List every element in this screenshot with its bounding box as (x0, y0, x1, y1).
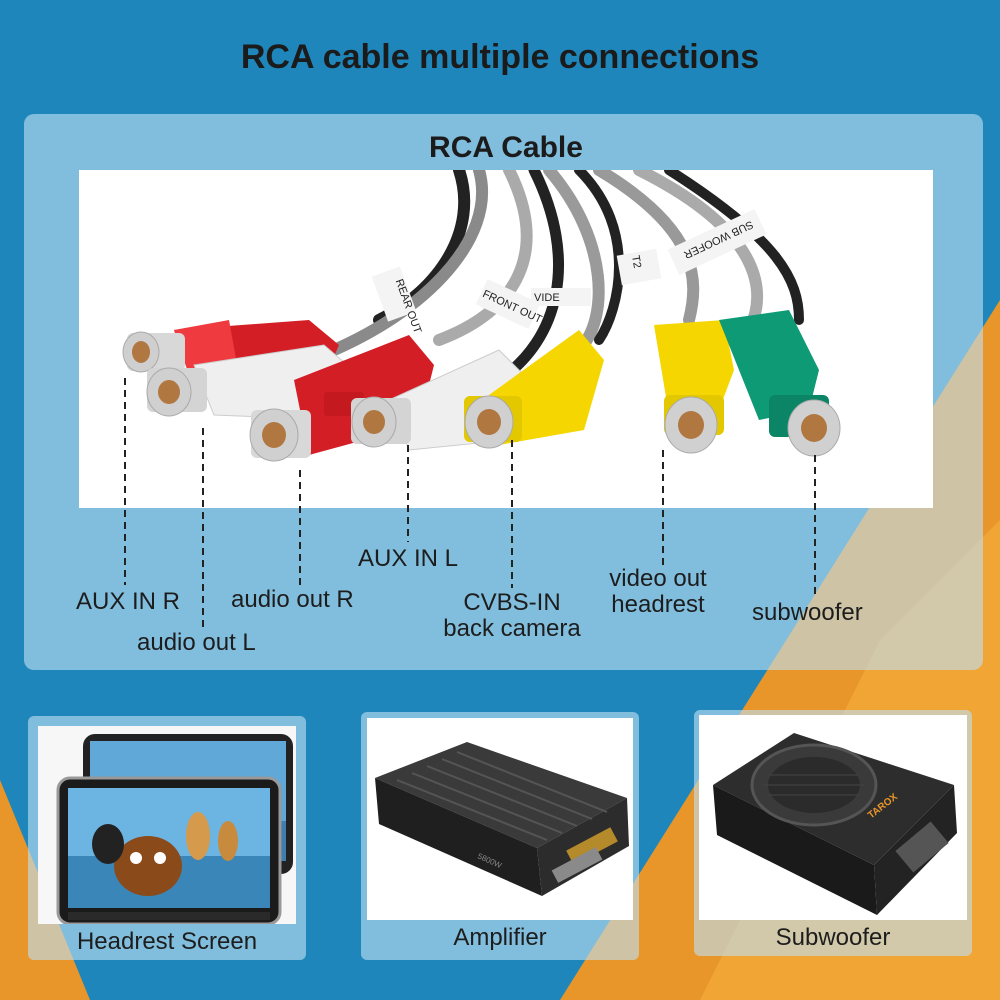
label-subwoofer: subwoofer (752, 599, 863, 626)
page-title: RCA cable multiple connections (240, 38, 760, 76)
label-video-out: video out headrest (588, 566, 728, 618)
card-headrest-screen: Headrest Screen (28, 716, 306, 960)
label-cvbs-in-line1: CVBS-IN (463, 589, 561, 616)
amplifier-label: Amplifier (453, 924, 547, 951)
svg-text:T2: T2 (629, 254, 643, 269)
headrest-screen-image (38, 726, 296, 924)
label-video-out-line1: video out (609, 565, 707, 592)
cable-tag-video: VIDE (531, 288, 591, 306)
amplifier-image: 5800W (367, 718, 633, 920)
card-subwoofer: TAROX Subwoofer (694, 710, 972, 956)
label-aux-in-r: AUX IN R (76, 588, 181, 615)
label-audio-out-r: audio out R (231, 586, 354, 613)
subwoofer-image: TAROX (699, 715, 967, 920)
card-amplifier: 5800W Amplifier (361, 712, 639, 960)
label-cvbs-in-line2: back camera (443, 615, 581, 642)
plug-video-out (654, 320, 734, 454)
label-cvbs-in: CVBS-IN back camera (424, 590, 600, 642)
label-video-out-line2: headrest (611, 591, 705, 618)
subwoofer-label: Subwoofer (775, 924, 891, 951)
plug-cvbs-in (464, 330, 604, 449)
cable-tag-out2: T2 (616, 248, 662, 286)
label-aux-in-l: AUX IN L (358, 545, 459, 572)
svg-text:VIDE: VIDE (534, 292, 560, 304)
panel-title: RCA Cable (429, 131, 583, 164)
rca-cable-photo: REAR OUT FRONT OUT VIDE T2 SUB WOOFER (79, 170, 933, 508)
plug-subwoofer (719, 310, 841, 457)
label-audio-out-l: audio out L (137, 629, 256, 656)
headrest-screen-label: Headrest Screen (76, 928, 258, 955)
